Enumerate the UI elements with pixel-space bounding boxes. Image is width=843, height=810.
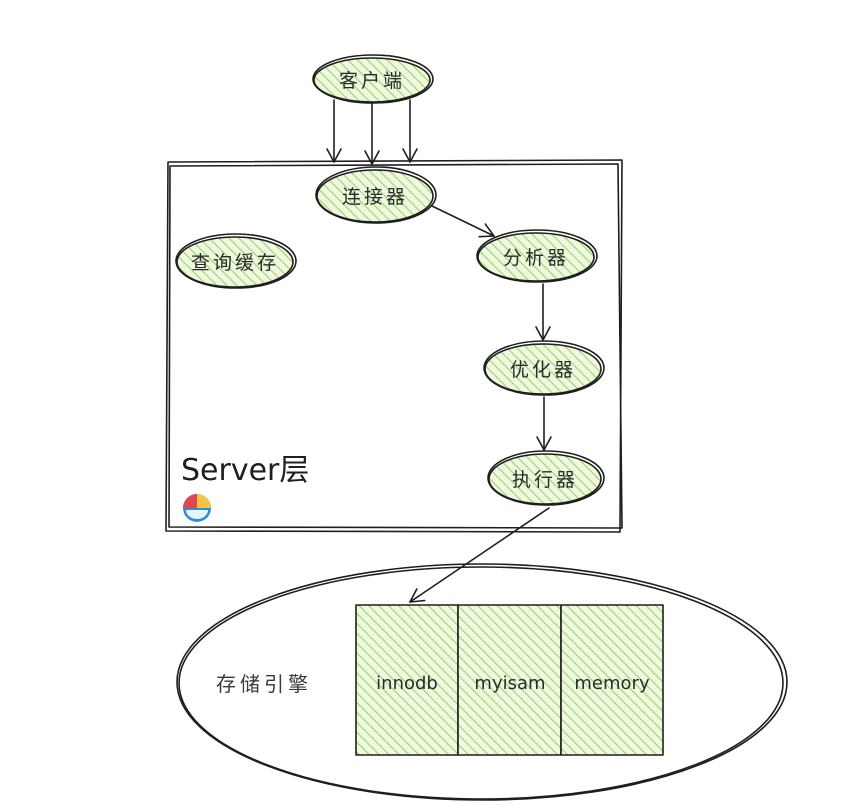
executor-node: 执行器: [487, 450, 605, 506]
engine-myisam-box: myisam: [457, 604, 562, 756]
engine-innodb-box: innodb: [355, 604, 459, 756]
client-connector-arrows: [326, 99, 418, 165]
executor-label: 执行器: [512, 469, 578, 491]
client-label: 客户端: [339, 70, 405, 92]
connector-label: 连接器: [342, 186, 408, 208]
query-cache-node: 查询缓存: [175, 233, 297, 289]
excalidraw-logo-icon: [183, 494, 211, 522]
storage-engine-ellipse: [176, 563, 788, 801]
analyzer-node: 分析器: [476, 229, 598, 283]
engine-memory-box: memory: [560, 604, 664, 756]
server-layer-box: [165, 159, 623, 533]
executor-storage-arrow: [409, 507, 550, 603]
query-cache-label: 查询缓存: [191, 252, 279, 274]
engine-memory-label: memory: [574, 673, 650, 694]
optimizer-node: 优化器: [483, 340, 605, 396]
client-node: 客户端: [312, 54, 434, 104]
connector-node: 连接器: [315, 166, 437, 224]
engine-innodb-label: innodb: [376, 673, 438, 694]
storage-engine-label: 存储引擎: [216, 672, 312, 696]
engine-myisam-label: myisam: [474, 673, 545, 694]
server-layer-label: Server层: [181, 453, 309, 488]
analyzer-label: 分析器: [503, 247, 569, 269]
connector-analyzer-arrow: [431, 205, 495, 238]
optimizer-label: 优化器: [510, 359, 576, 381]
